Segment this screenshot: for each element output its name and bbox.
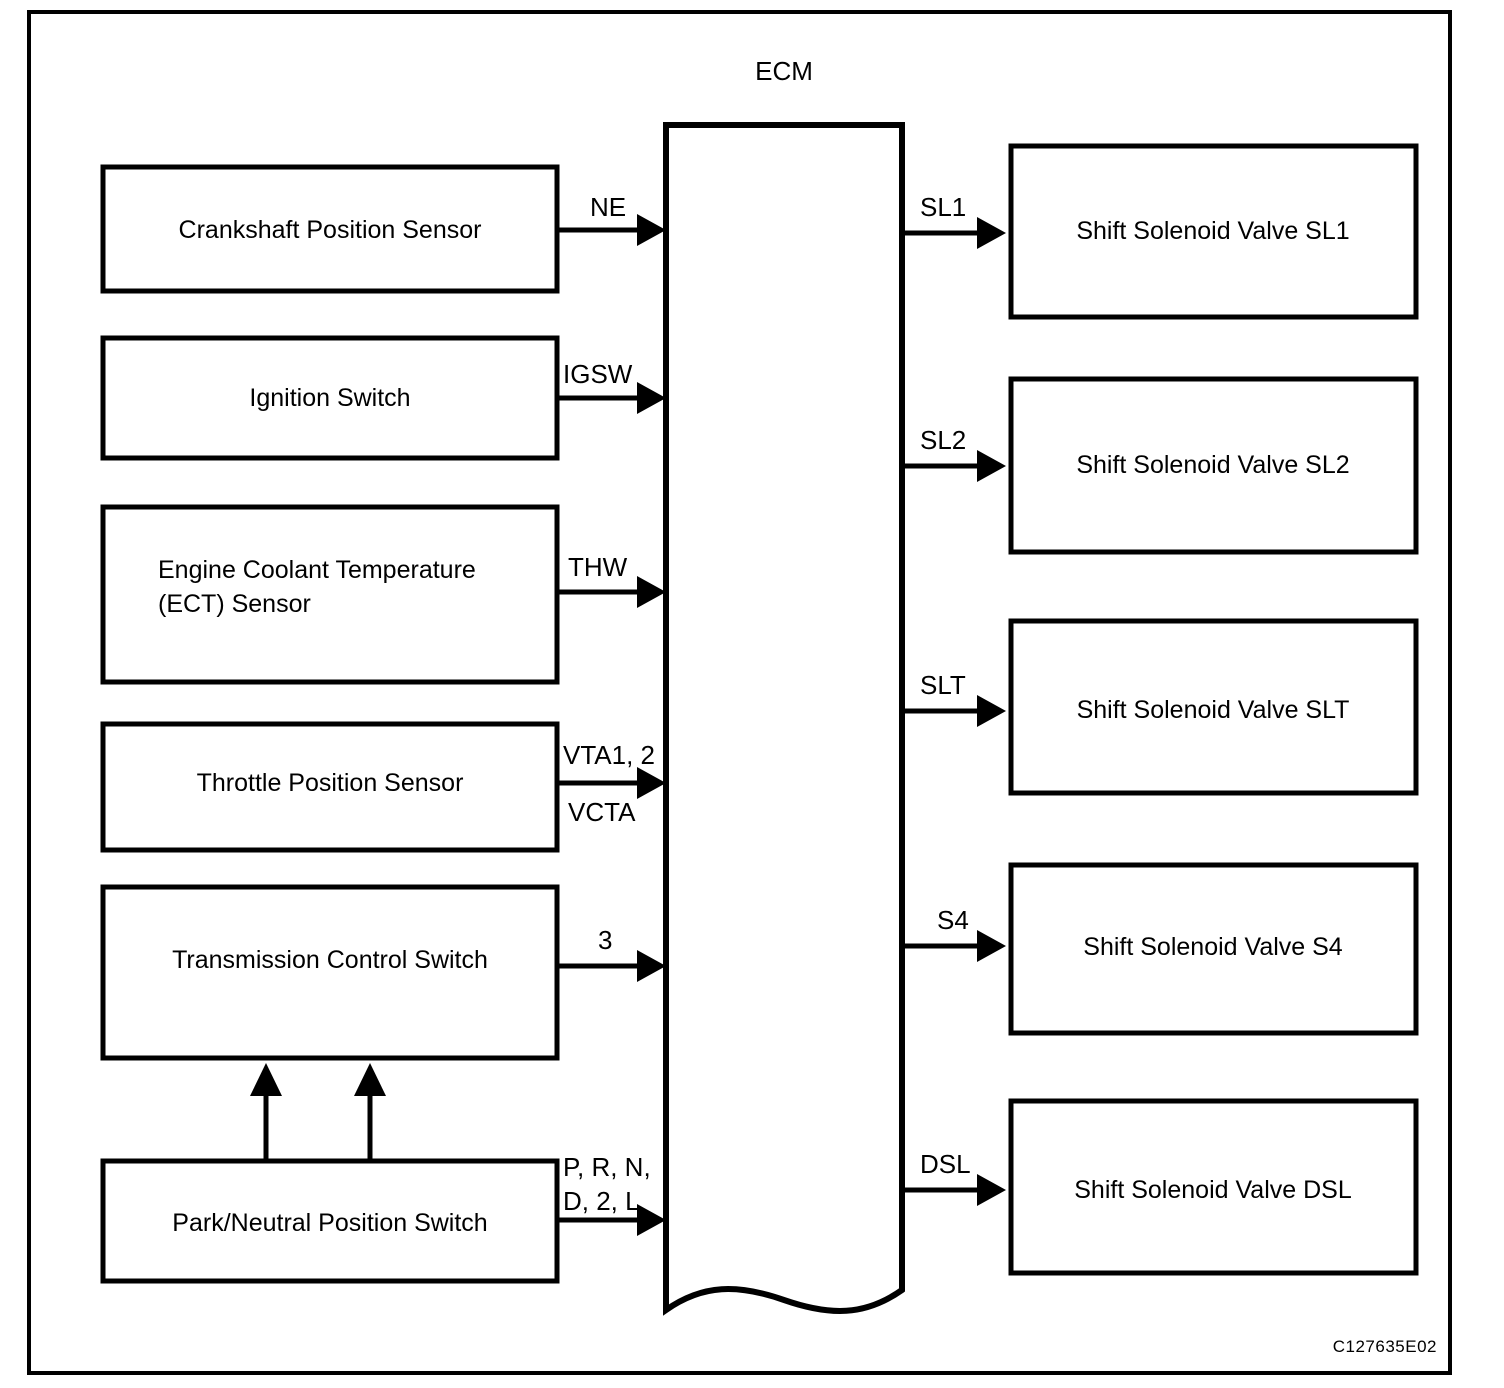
ecm-title: ECM — [755, 56, 813, 86]
output-box-label: Shift Solenoid Valve DSL — [1074, 1176, 1352, 1204]
signal-label-vta1-2: VTA1, 2 — [563, 740, 655, 770]
signal-label-sl2: SL2 — [920, 425, 966, 455]
output-box-shift-solenoid-valve-slt[interactable]: Shift Solenoid Valve SLT — [1008, 618, 1419, 796]
signal-arrow-thw: THW — [557, 552, 666, 608]
input-box-label: Crankshaft Position Sensor — [179, 216, 482, 244]
signal-label-dsl: DSL — [920, 1149, 971, 1179]
outer-border — [27, 10, 1452, 1375]
input-box-label-line2: (ECT) Sensor — [158, 590, 311, 618]
output-box-rect — [1008, 1098, 1419, 1276]
signal-arrow-3: 3 — [557, 925, 666, 982]
figure-code: C127635E02 — [1333, 1337, 1437, 1356]
signal-label-prn: P, R, N, — [563, 1152, 651, 1182]
input-box-throttle-position-sensor[interactable]: Throttle Position Sensor — [100, 721, 560, 853]
signal-label-d2l: D, 2, L — [563, 1186, 640, 1216]
input-box-ect-sensor[interactable]: Engine Coolant Temperature (ECT) Sensor — [100, 504, 560, 685]
input-box-label: Engine Coolant Temperature — [158, 556, 476, 584]
output-box-label: Shift Solenoid Valve SL1 — [1076, 217, 1349, 245]
output-box-shift-solenoid-valve-sl1[interactable]: Shift Solenoid Valve SL1 — [1008, 143, 1419, 320]
input-box-rect — [100, 164, 560, 294]
output-box-label: Shift Solenoid Valve S4 — [1083, 933, 1343, 961]
input-box-rect — [100, 884, 560, 1061]
signal-label-slt: SLT — [920, 670, 966, 700]
link-arrow-right — [354, 1063, 386, 1160]
input-box-transmission-control-switch[interactable]: Transmission Control Switch — [100, 884, 560, 1061]
signal-arrow-slt: SLT — [902, 670, 1006, 727]
signal-arrow-sl2: SL2 — [902, 425, 1006, 482]
signal-arrow-vta: VTA1, 2 VCTA — [557, 740, 666, 827]
signal-label-s4: S4 — [937, 905, 969, 935]
output-box-shift-solenoid-valve-dsl[interactable]: Shift Solenoid Valve DSL — [1008, 1098, 1419, 1276]
signal-arrow-ne: NE — [557, 192, 666, 246]
input-box-label: Ignition Switch — [249, 384, 410, 412]
signal-label-vcta: VCTA — [568, 797, 636, 827]
signal-label-igsw: IGSW — [563, 359, 633, 389]
output-box-label: Shift Solenoid Valve SL2 — [1076, 451, 1349, 479]
signal-arrow-prndl: P, R, N, D, 2, L — [557, 1152, 666, 1236]
input-box-label: Throttle Position Sensor — [197, 769, 464, 797]
input-box-ignition-switch[interactable]: Ignition Switch — [100, 335, 560, 461]
output-box-label: Shift Solenoid Valve SLT — [1077, 696, 1350, 724]
input-box-label: Transmission Control Switch — [172, 946, 488, 974]
output-box-rect — [1008, 143, 1419, 320]
input-box-rect — [100, 504, 560, 685]
signal-label-3: 3 — [598, 925, 612, 955]
signal-arrow-igsw: IGSW — [557, 359, 666, 414]
input-box-crankshaft-position-sensor[interactable]: Crankshaft Position Sensor — [100, 164, 560, 294]
signal-label-ne: NE — [590, 192, 626, 222]
signal-arrow-s4: S4 — [902, 905, 1006, 962]
signal-label-sl1: SL1 — [920, 192, 966, 222]
input-box-label: Park/Neutral Position Switch — [172, 1209, 487, 1237]
output-box-shift-solenoid-valve-s4[interactable]: Shift Solenoid Valve S4 — [1008, 862, 1419, 1036]
output-box-rect — [1008, 862, 1419, 1036]
signal-arrow-sl1: SL1 — [902, 192, 1006, 249]
link-arrow-left — [250, 1063, 282, 1160]
signal-arrow-dsl: DSL — [902, 1149, 1006, 1206]
ecm-block — [663, 122, 905, 1316]
input-box-rect — [100, 721, 560, 853]
output-box-shift-solenoid-valve-sl2[interactable]: Shift Solenoid Valve SL2 — [1008, 376, 1419, 555]
signal-label-thw: THW — [568, 552, 628, 582]
output-box-rect — [1008, 376, 1419, 555]
output-box-rect — [1008, 618, 1419, 796]
input-box-park-neutral-position-switch[interactable]: Park/Neutral Position Switch — [100, 1158, 560, 1284]
